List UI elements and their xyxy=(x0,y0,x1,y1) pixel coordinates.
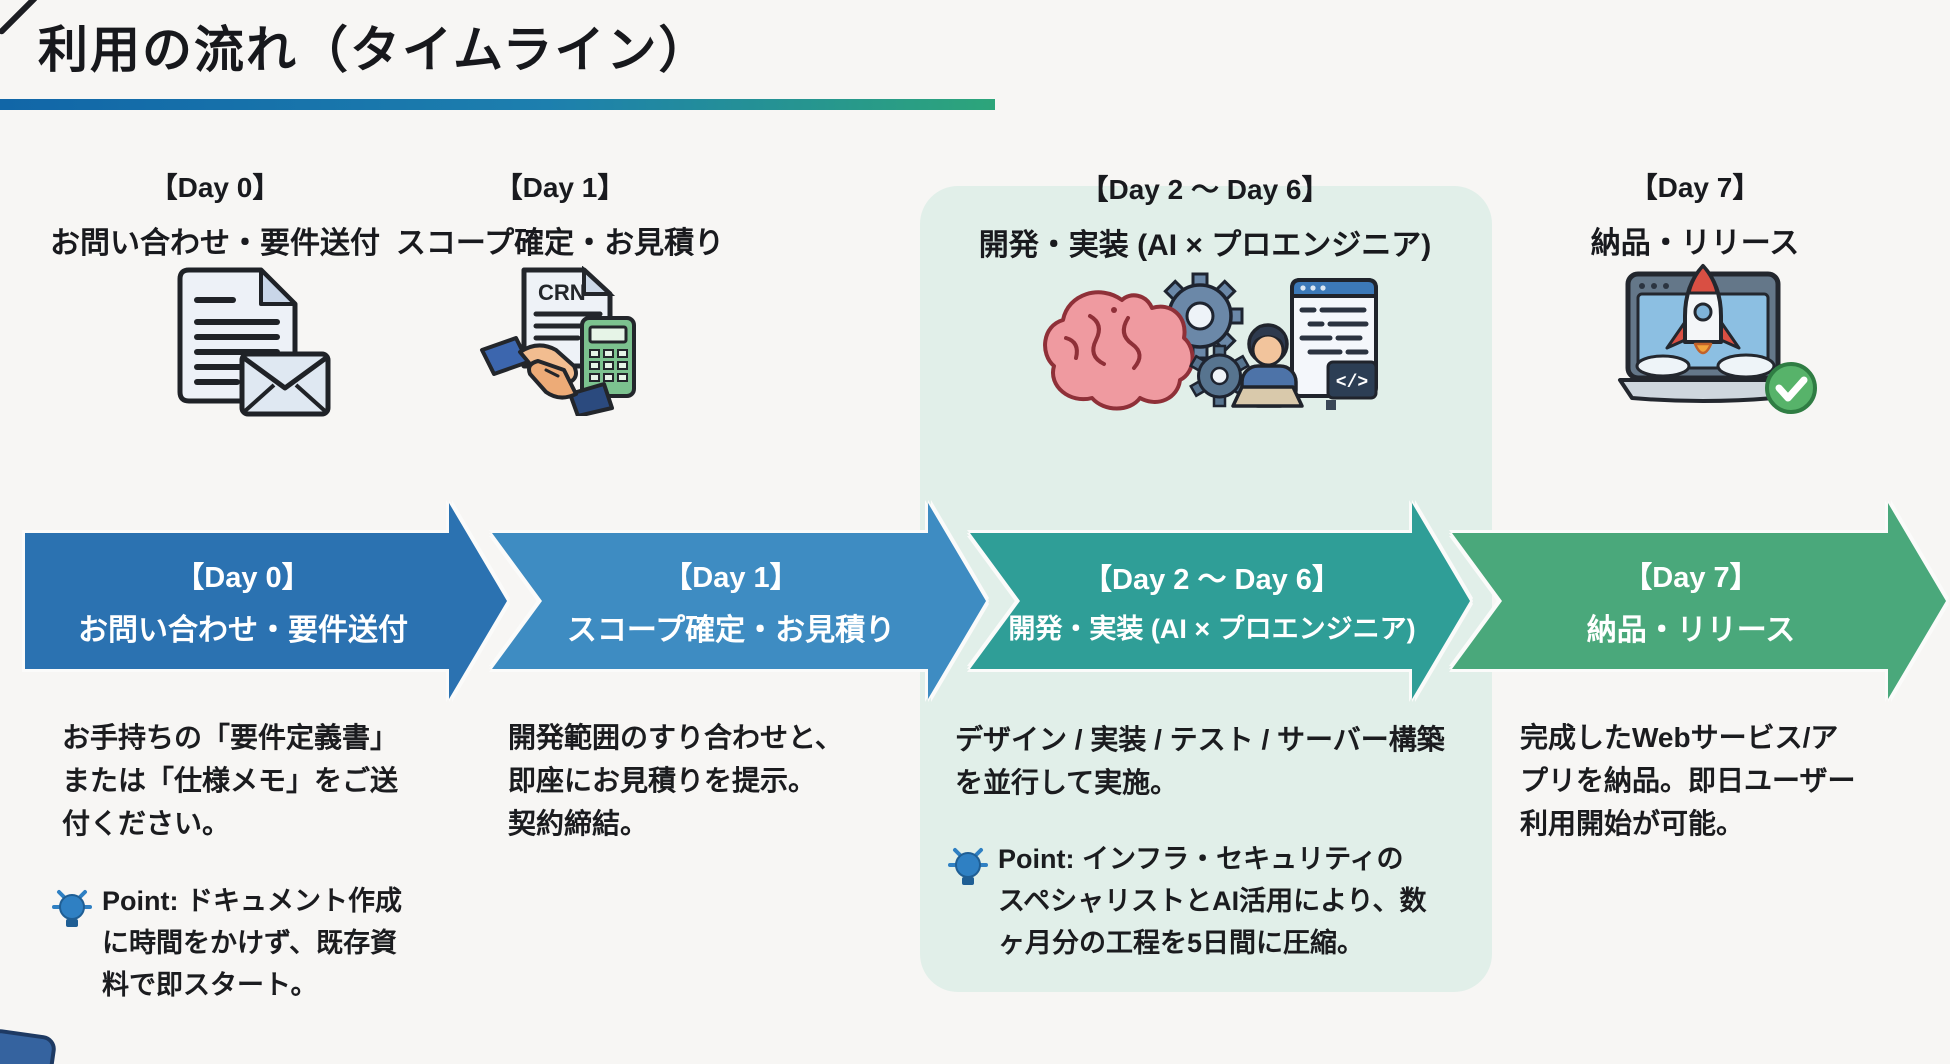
description-day2-6: デザイン / 実装 / テスト / サーバー構築 を並行して実施。 xyxy=(955,724,1445,798)
arrow-stage-label: スコープ確定・お見積り xyxy=(566,613,896,647)
arrow-day-label: 【Day 7】 xyxy=(1623,561,1759,594)
column-header-day1: 【Day 1】 スコープ確定・お見積り xyxy=(390,166,730,262)
launch-laptop-rocket-icon xyxy=(1608,260,1823,425)
stage-arrow-day7: 【Day 7】 納品・リリース xyxy=(1452,503,1946,699)
corner-blob-shape xyxy=(0,1027,58,1064)
description-day7: 完成したWebサービス/ア プリを納品。即日ユーザー 利用開始が可能。 xyxy=(1520,722,1856,839)
arrow-stage-label: お問い合わせ・要件送付 xyxy=(78,613,408,647)
contract-handshake-calculator-icon: CRN xyxy=(478,265,650,421)
column-header-day2-6: 【Day 2 ～ Day 6】 開発・実装 (AI × プロエンジニア) xyxy=(945,168,1465,264)
svg-text:CRN: CRN xyxy=(538,280,586,305)
column-header-day0: 【Day 0】 お問い合わせ・要件送付 xyxy=(30,166,400,262)
title-underline xyxy=(0,99,995,110)
arrow-day-label: 【Day 1】 xyxy=(663,561,799,594)
column-header-day7: 【Day 7】 納品・リリース xyxy=(1500,166,1890,262)
corner-accent-shape xyxy=(0,0,39,36)
day-label: 【Day 2 ～ Day 6】 xyxy=(1080,174,1330,205)
day-label: 【Day 7】 xyxy=(1629,172,1761,203)
arrow-day-label: 【Day 0】 xyxy=(175,561,311,594)
svg-text:</>: </> xyxy=(1336,373,1368,393)
description-day0: お手持ちの「要件定義書」 または「仕様メモ」をご送 付ください。 xyxy=(62,722,399,839)
stage-title: 開発・実装 (AI × プロエンジニア) xyxy=(978,229,1432,262)
stage-title: スコープ確定・お見積り xyxy=(395,227,725,260)
stage-title: お問い合わせ・要件送付 xyxy=(50,227,380,260)
stage-arrow-day1: 【Day 1】 スコープ確定・お見積り xyxy=(492,503,986,699)
document-mail-icon xyxy=(145,264,335,423)
point-note-day0: Point: ドキュメント作成 に時間をかけず、既存資 料で即スタート。 xyxy=(52,880,402,1006)
arrow-stage-label: 納品・リリース xyxy=(1586,613,1796,647)
day-label: 【Day 0】 xyxy=(149,172,281,203)
lightbulb-icon xyxy=(948,848,988,885)
stage-arrow-day2-6: 【Day 2 ～ Day 6】 開発・実装 (AI × プロエンジニア) xyxy=(970,503,1470,699)
day-label: 【Day 1】 xyxy=(494,172,626,203)
arrow-stage-label: 開発・実装 (AI × プロエンジニア) xyxy=(1008,614,1416,644)
description-day1: 開発範囲のすり合わせと、 即座にお見積りを提示。 契約締結。 xyxy=(508,722,843,839)
point-note-day2-6: Point: インフラ・セキュリティの スペシャリストとAI活用により、数 ヶ月… xyxy=(948,838,1427,964)
page-title: 利用の流れ（タイムライン） xyxy=(38,22,711,78)
ai-brain-engineer-icon: </> xyxy=(1030,266,1380,423)
arrow-day-label: 【Day 2 ～ Day 6】 xyxy=(1083,564,1341,596)
stage-title: 納品・リリース xyxy=(1590,227,1800,260)
lightbulb-icon xyxy=(52,890,92,927)
stage-arrow-day0: 【Day 0】 お問い合わせ・要件送付 xyxy=(25,503,507,699)
